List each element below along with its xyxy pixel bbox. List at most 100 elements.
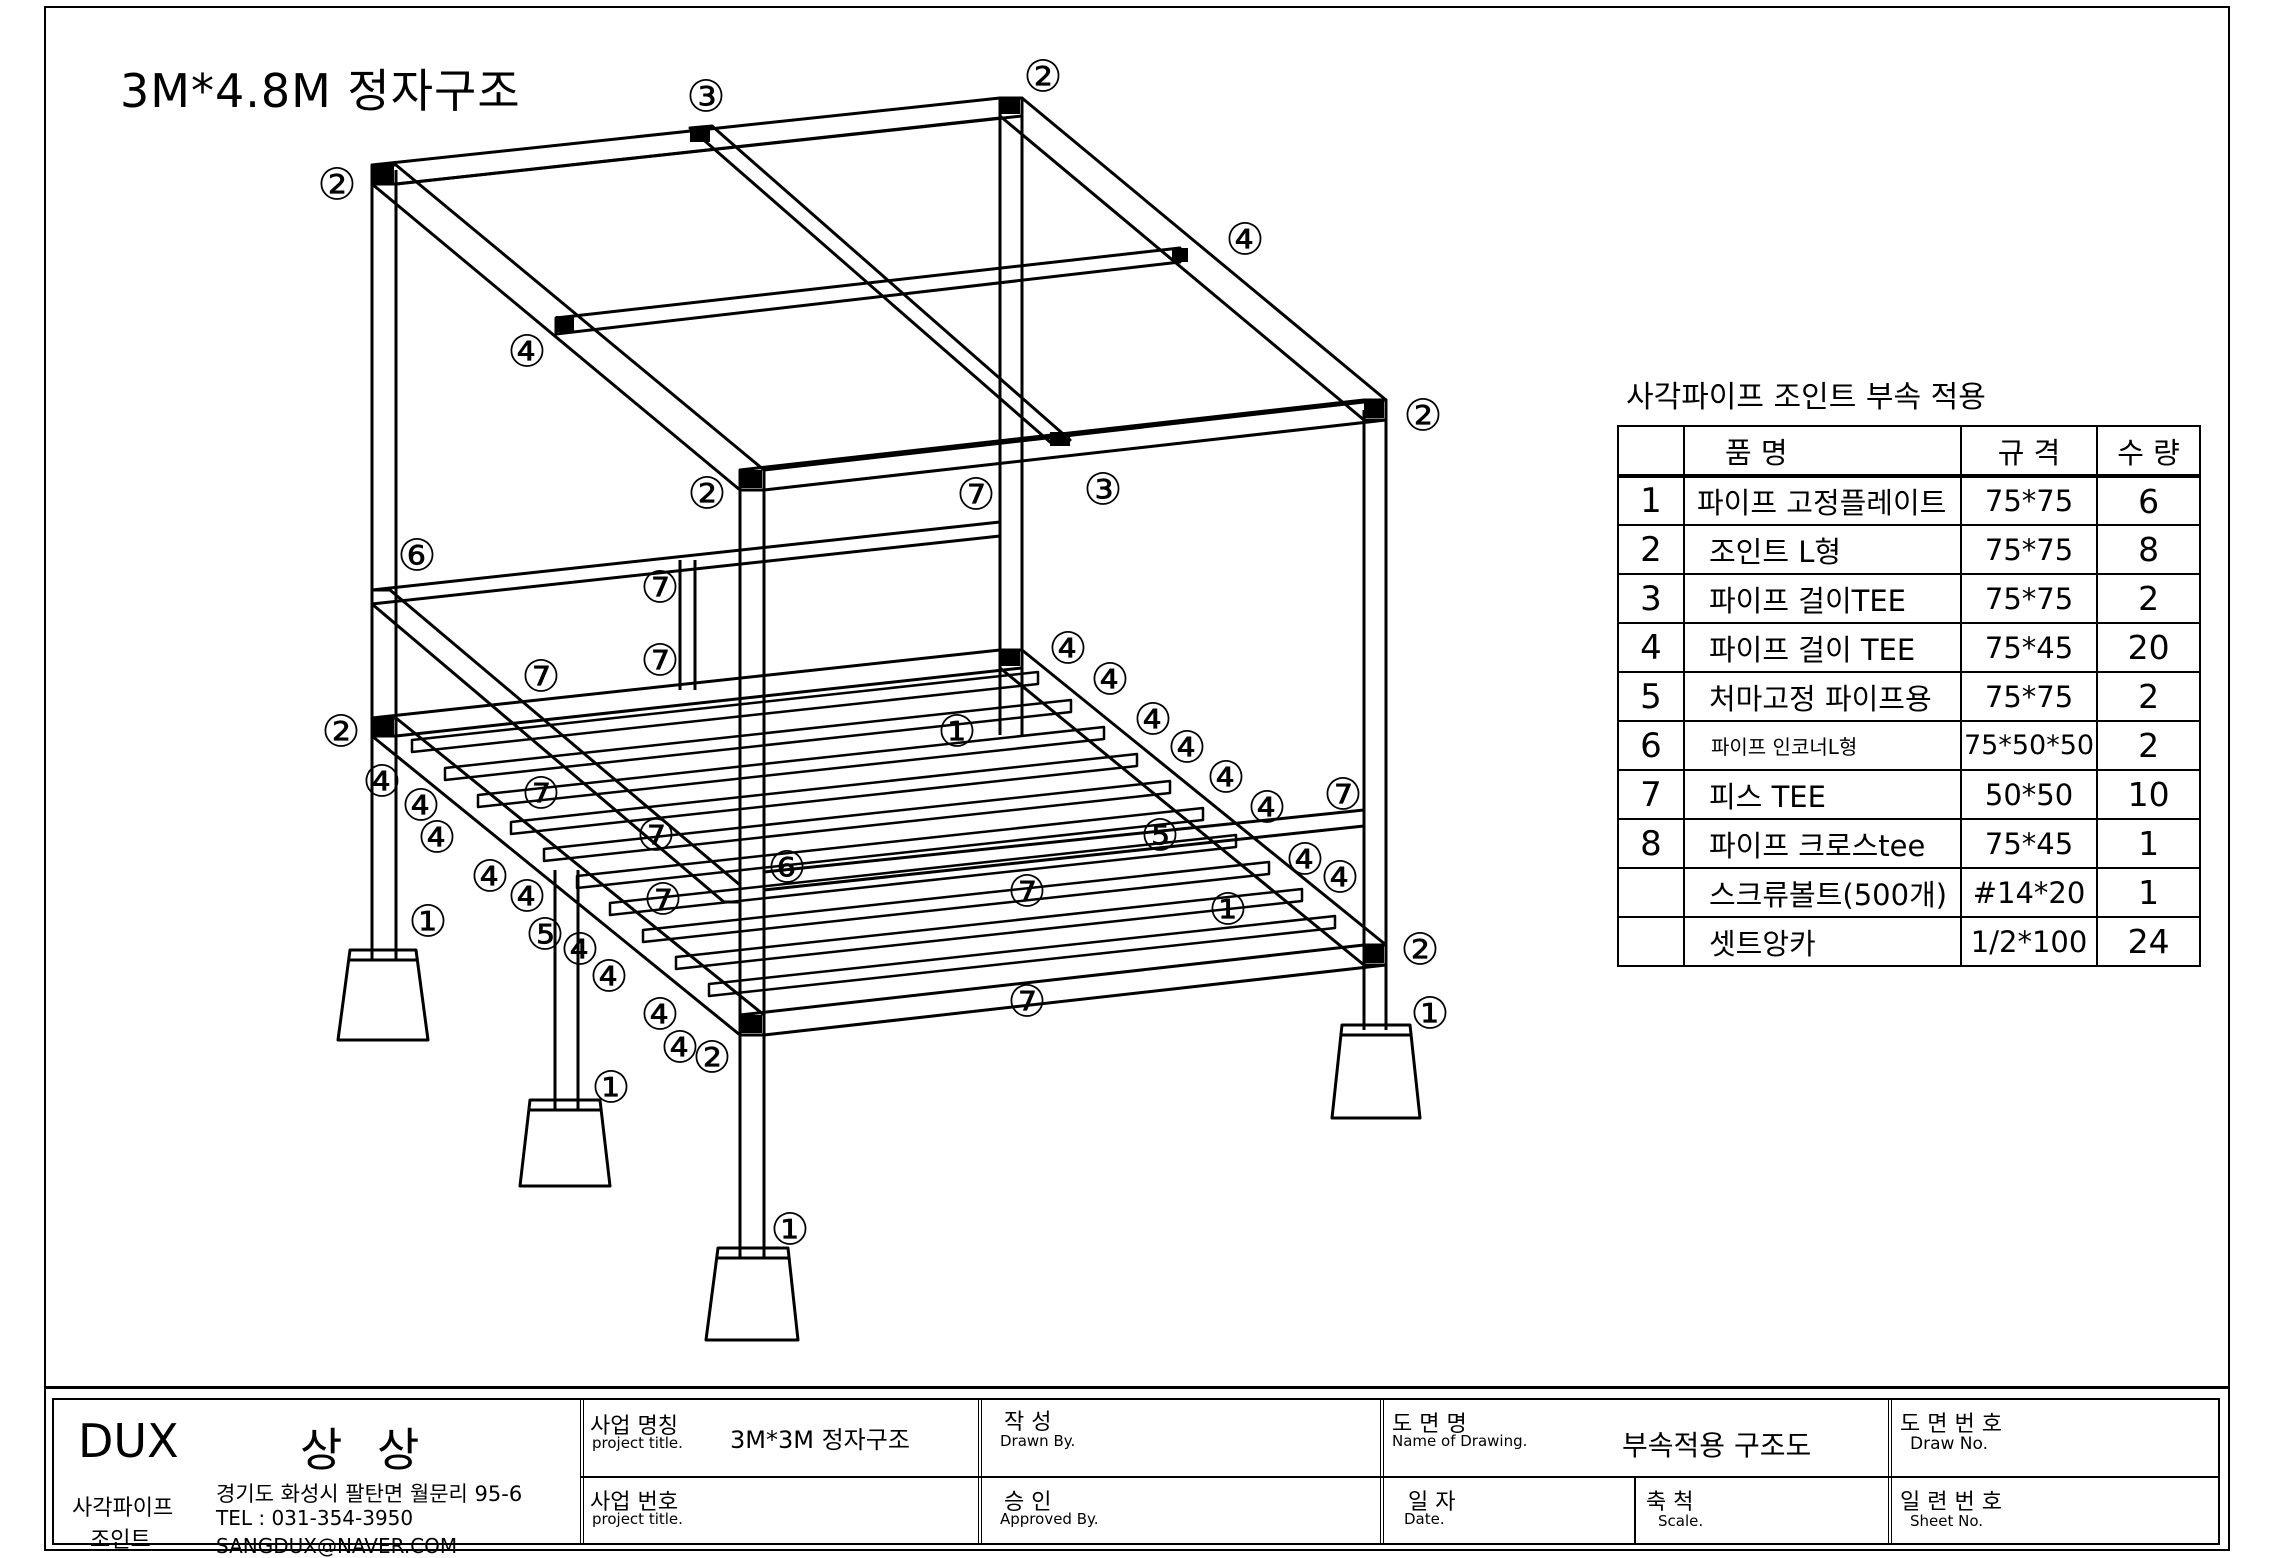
footing-front-middle (704, 1246, 800, 1342)
callout-1: ① (937, 707, 976, 758)
project-name-sub: project title. (592, 1434, 683, 1452)
company-address: 경기도 화성시 팔탄면 월문리 95-6 (216, 1482, 523, 1506)
callout-2: ② (692, 1033, 731, 1084)
callout-2: ② (1400, 925, 1439, 976)
callout-4: ④ (1133, 695, 1172, 746)
product-line-1: 사각파이프 (72, 1496, 174, 1521)
callout-1: ① (770, 1205, 809, 1256)
post-front-middle (738, 480, 766, 1258)
callout-4: ④ (470, 852, 509, 903)
callout-2: ② (317, 160, 356, 211)
callout-4: ④ (1285, 835, 1324, 886)
drawing-name-label: 도 면 명 (1392, 1412, 1467, 1437)
draw-no-sub: Draw No. (1910, 1434, 1989, 1454)
callout-7: ⑦ (640, 636, 679, 687)
row-name: 조인트 L형 (1683, 524, 1962, 575)
callout-7: ⑦ (1323, 770, 1362, 821)
row-name: 스크류볼트(500개) (1683, 867, 1962, 918)
callout-3: ③ (1083, 465, 1122, 516)
footing-front-left (518, 1098, 612, 1188)
row-qty: 24 (2096, 916, 2202, 967)
callout-5: ⑤ (1140, 811, 1179, 862)
callout-7: ⑦ (521, 652, 560, 703)
row-qty: 2 (2096, 720, 2202, 771)
row-qty: 1 (2096, 818, 2202, 869)
row-spec: 1/2*100 (1959, 916, 2099, 967)
table-row: 셋트앙카 1/2*100 24 (1617, 916, 2202, 967)
title-block: DUX 상 상 사각파이프 조인트 경기도 화성시 팔탄면 월문리 95-6 T… (44, 1386, 2230, 1558)
row-no: 6 (1617, 720, 1685, 771)
row-name: 처마고정 파이프용 (1683, 671, 1962, 722)
row-no: 2 (1617, 524, 1685, 575)
callout-2: ② (321, 707, 360, 758)
project-no-label: 사업 번호 (590, 1490, 678, 1515)
row-name: 셋트앙카 (1683, 916, 1962, 967)
callout-7: ⑦ (521, 769, 560, 820)
row-name: 파이프 인코너L형 (1683, 720, 1962, 771)
callout-7: ⑦ (1007, 977, 1046, 1028)
callout-2: ② (1403, 391, 1442, 442)
callout-3: ③ (686, 72, 725, 123)
drawing-title: 3M*4.8M 정자구조 (120, 64, 521, 118)
row-qty: 10 (2096, 769, 2202, 820)
brand-name: 상 상 (300, 1423, 430, 1477)
row-spec: #14*20 (1959, 867, 2099, 918)
row-name: 파이프 걸이 TEE (1683, 622, 1962, 673)
row-spec: 75*45 (1959, 818, 2099, 869)
callout-7: ⑦ (643, 875, 682, 926)
drawing-name-value: 부속적용 구조도 (1622, 1429, 1812, 1462)
drawn-by-sub: Drawn By. (1000, 1432, 1076, 1450)
callout-7: ⑦ (1007, 867, 1046, 918)
row-qty: 1 (2096, 867, 2202, 918)
callout-1: ① (591, 1063, 630, 1114)
row-qty: 2 (2096, 573, 2202, 624)
callout-4: ④ (560, 925, 599, 976)
row-name: 피스 TEE (1683, 769, 1962, 820)
table-row: 4 파이프 걸이 TEE 75*45 20 (1617, 622, 2202, 673)
callout-4: ④ (589, 952, 628, 1003)
footing-back-left (336, 948, 430, 1042)
row-no (1617, 867, 1685, 918)
callout-4: ④ (1167, 723, 1206, 774)
row-spec: 75*75 (1959, 524, 2099, 575)
table-row: 5 처마고정 파이프용 75*75 2 (1617, 671, 2202, 722)
header-no (1617, 425, 1685, 478)
deck-frame-right (998, 648, 1388, 967)
parts-table: 품 명 규 격 수 량 1 파이프 고정플레이트 75*75 6 2 조인트 L… (1617, 425, 2202, 967)
mid-rail-front (762, 808, 1366, 892)
callout-2: ② (1023, 52, 1062, 103)
draw-no-label: 도 면 번 호 (1900, 1412, 2002, 1437)
row-qty: 20 (2096, 622, 2202, 673)
company-name: DUX (78, 1414, 179, 1468)
company-tel: TEL : 031-354-3950 (216, 1506, 414, 1530)
row-name: 파이프 걸이TEE (1683, 573, 1962, 624)
short-post-1 (678, 560, 697, 690)
project-name-value: 3M*3M 정자구조 (730, 1426, 910, 1454)
row-no: 1 (1617, 475, 1685, 526)
callout-6: ⑥ (397, 531, 436, 582)
callout-1: ① (1410, 989, 1449, 1040)
row-spec: 75*75 (1959, 573, 2099, 624)
row-spec: 75*50*50 (1959, 720, 2099, 771)
callout-4: ④ (1247, 783, 1286, 834)
company-email: SANGDUX@NAVER.COM (216, 1534, 458, 1558)
callout-4: ④ (417, 813, 456, 864)
callout-1: ① (1208, 885, 1247, 936)
row-no: 4 (1617, 622, 1685, 673)
callout-4: ④ (507, 327, 546, 378)
callout-7: ⑦ (636, 811, 675, 862)
callout-1: ① (408, 897, 447, 948)
drawn-by-label: 작 성 (1004, 1410, 1052, 1435)
row-spec: 75*75 (1959, 475, 2099, 526)
callout-5: ⑤ (525, 910, 564, 961)
callout-2: ② (687, 469, 726, 520)
row-no: 7 (1617, 769, 1685, 820)
header-qty: 수 량 (2096, 425, 2202, 478)
callout-4: ④ (1090, 655, 1129, 706)
title-block-inner: DUX 상 상 사각파이프 조인트 경기도 화성시 팔탄면 월문리 95-6 T… (52, 1398, 2220, 1558)
callout-4: ④ (507, 872, 546, 923)
row-no (1617, 916, 1685, 967)
row-spec: 75*45 (1959, 622, 2099, 673)
row-spec: 50*50 (1959, 769, 2099, 820)
callout-4: ④ (660, 1023, 699, 1074)
